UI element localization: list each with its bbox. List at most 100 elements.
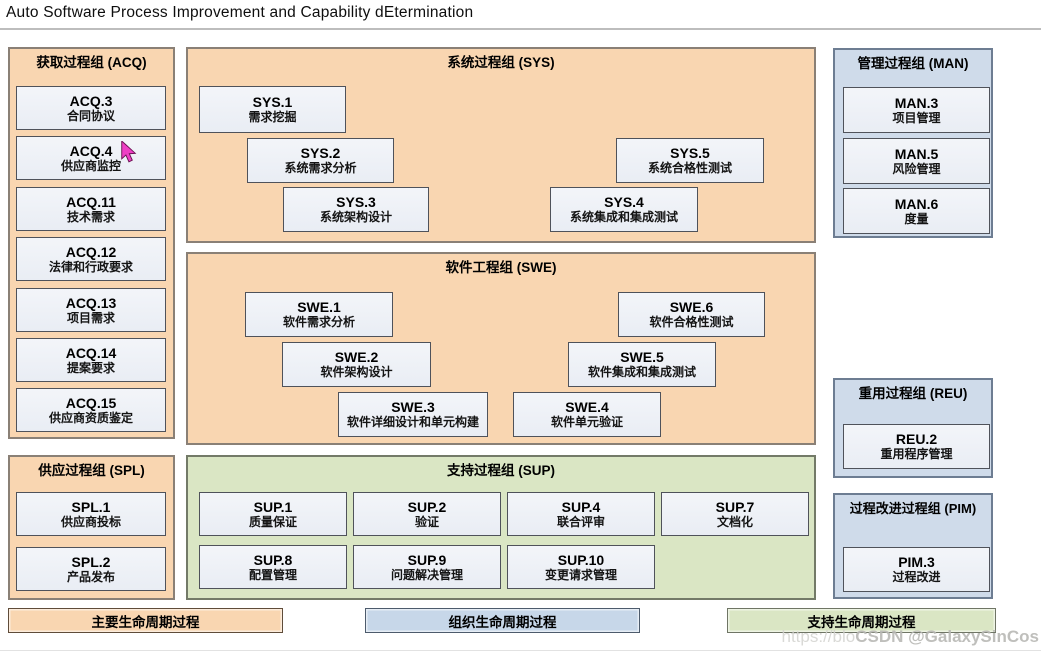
process-box-swe2: SWE.2 软件架构设计 <box>282 342 431 387</box>
process-code: MAN.3 <box>894 94 939 111</box>
process-box-sys2: SYS.2 系统需求分析 <box>247 138 394 183</box>
process-box-man6: MAN.6 度量 <box>843 188 990 234</box>
group-acq-title: 获取过程组 (ACQ) <box>36 55 147 70</box>
process-name: 供应商投标 <box>60 514 121 529</box>
group-pim-title: 过程改进过程组 (PIM) <box>849 501 977 516</box>
process-name: 过程改进 <box>892 570 941 584</box>
group-sup-title: 支持过程组 (SUP) <box>447 463 555 478</box>
process-code: SWE.2 <box>334 349 379 365</box>
process-box-sys5: SYS.5 系统合格性测试 <box>616 138 764 183</box>
title-underline <box>0 28 1041 30</box>
process-box-acq11: ACQ.11 技术需求 <box>16 187 166 231</box>
process-box-acq14: ACQ.14 提案要求 <box>16 338 166 382</box>
process-box-sup8: SUP.8 配置管理 <box>199 545 347 589</box>
process-code: ACQ.12 <box>65 243 117 260</box>
process-name: 合同协议 <box>66 108 115 123</box>
process-code: REU.2 <box>895 431 938 447</box>
process-box-sys1: SYS.1 需求挖掘 <box>199 86 346 133</box>
process-name: 提案要求 <box>66 360 115 375</box>
process-name: 问题解决管理 <box>390 567 463 582</box>
process-box-man3: MAN.3 项目管理 <box>843 87 990 133</box>
process-box-swe4: SWE.4 软件单元验证 <box>513 392 661 437</box>
process-box-sup7: SUP.7 文档化 <box>661 492 809 536</box>
process-box-swe1: SWE.1 软件需求分析 <box>245 292 393 337</box>
process-box-acq4: ACQ.4 供应商监控 <box>16 136 166 180</box>
process-name: 软件集成和集成测试 <box>587 365 696 379</box>
process-name: 系统合格性测试 <box>647 161 732 175</box>
process-box-sup4: SUP.4 联合评审 <box>507 492 655 536</box>
process-code: SUP.2 <box>407 498 447 515</box>
process-box-reu2: REU.2 重用程序管理 <box>843 424 990 469</box>
process-name: 产品发布 <box>66 569 115 584</box>
process-box-pim3: PIM.3 过程改进 <box>843 547 990 592</box>
group-sup: 支持过程组 (SUP) SUP.1 质量保证 SUP.2 验证 SUP.4 联合… <box>186 455 816 600</box>
process-name: 系统架构设计 <box>319 210 392 224</box>
process-box-acq13: ACQ.13 项目需求 <box>16 288 166 332</box>
bottom-divider <box>0 650 1041 651</box>
page-title: Auto Software Process Improvement and Ca… <box>6 4 474 21</box>
group-man: 管理过程组 (MAN) MAN.3 项目管理 MAN.5 风险管理 MAN.6 … <box>833 48 993 238</box>
process-name: 配置管理 <box>248 567 297 582</box>
legend-organizational-lifecycle: 组织生命周期过程 <box>365 608 640 633</box>
group-reu-title: 重用过程组 (REU) <box>858 386 968 401</box>
process-name: 供应商监控 <box>60 158 121 173</box>
process-code: MAN.6 <box>894 195 939 212</box>
process-box-sup2: SUP.2 验证 <box>353 492 501 536</box>
process-box-sys3: SYS.3 系统架构设计 <box>283 187 429 232</box>
process-code: SYS.1 <box>252 94 293 110</box>
process-name: 软件合格性测试 <box>649 315 734 329</box>
group-spl: 供应过程组 (SPL) SPL.1 供应商投标 SPL.2 产品发布 <box>8 455 175 600</box>
process-code: SYS.3 <box>336 194 376 210</box>
process-code: ACQ.11 <box>66 193 116 210</box>
process-box-swe5: SWE.5 软件集成和集成测试 <box>568 342 716 387</box>
group-swe: 软件工程组 (SWE) SWE.1 软件需求分析 SWE.2 软件架构设计 SW… <box>186 252 816 445</box>
process-code: SUP.10 <box>557 551 605 568</box>
process-code: ACQ.3 <box>69 92 113 109</box>
group-spl-title: 供应过程组 (SPL) <box>38 463 145 478</box>
process-name: 变更请求管理 <box>544 567 617 582</box>
process-code: MAN.5 <box>894 145 939 162</box>
group-sys-title: 系统过程组 (SYS) <box>447 55 555 70</box>
process-code: ACQ.13 <box>65 294 117 311</box>
process-name: 质量保证 <box>248 514 297 529</box>
group-acq: 获取过程组 (ACQ) ACQ.3 合同协议 ACQ.4 供应商监控 ACQ.1… <box>8 47 175 439</box>
process-code: SWE.5 <box>620 349 664 365</box>
process-code: SWE.1 <box>297 299 341 315</box>
process-box-sup9: SUP.9 问题解决管理 <box>353 545 501 589</box>
process-box-acq3: ACQ.3 合同协议 <box>16 86 166 130</box>
process-name: 系统集成和集成测试 <box>569 210 678 224</box>
process-code: PIM.3 <box>898 554 935 570</box>
process-box-acq12: ACQ.12 法律和行政要求 <box>16 237 166 281</box>
process-code: SWE.6 <box>669 299 714 315</box>
process-code: ACQ.4 <box>69 142 113 159</box>
process-name: 软件详细设计和单元构建 <box>346 415 479 429</box>
process-code: SPL.2 <box>71 553 111 570</box>
process-code: SYS.4 <box>604 194 644 210</box>
process-code: SYS.2 <box>300 145 341 161</box>
process-name: 度量 <box>904 211 929 226</box>
process-box-sup1: SUP.1 质量保证 <box>199 492 347 536</box>
process-box-spl2: SPL.2 产品发布 <box>16 547 166 591</box>
process-code: SYS.5 <box>670 145 710 161</box>
process-code: SUP.4 <box>561 498 601 515</box>
process-code: SUP.1 <box>253 498 293 515</box>
legend-supporting-lifecycle: 支持生命周期过程 <box>727 608 996 633</box>
group-man-title: 管理过程组 (MAN) <box>857 56 969 71</box>
process-code: SPL.1 <box>71 498 111 515</box>
process-code: ACQ.15 <box>65 394 117 411</box>
process-box-sys4: SYS.4 系统集成和集成测试 <box>550 187 698 232</box>
process-code: SUP.8 <box>253 551 293 568</box>
legend-primary-lifecycle: 主要生命周期过程 <box>8 608 283 633</box>
process-name: 技术需求 <box>66 209 115 224</box>
process-code: SWE.3 <box>391 399 435 415</box>
process-name: 项目需求 <box>66 310 115 325</box>
process-box-swe6: SWE.6 软件合格性测试 <box>618 292 765 337</box>
process-box-man5: MAN.5 风险管理 <box>843 138 990 184</box>
process-name: 项目管理 <box>892 110 941 125</box>
process-code: SUP.7 <box>715 498 755 515</box>
process-name: 重用程序管理 <box>880 447 953 461</box>
process-box-swe3: SWE.3 软件详细设计和单元构建 <box>338 392 488 437</box>
process-name: 法律和行政要求 <box>48 259 133 274</box>
group-swe-title: 软件工程组 (SWE) <box>445 260 557 275</box>
